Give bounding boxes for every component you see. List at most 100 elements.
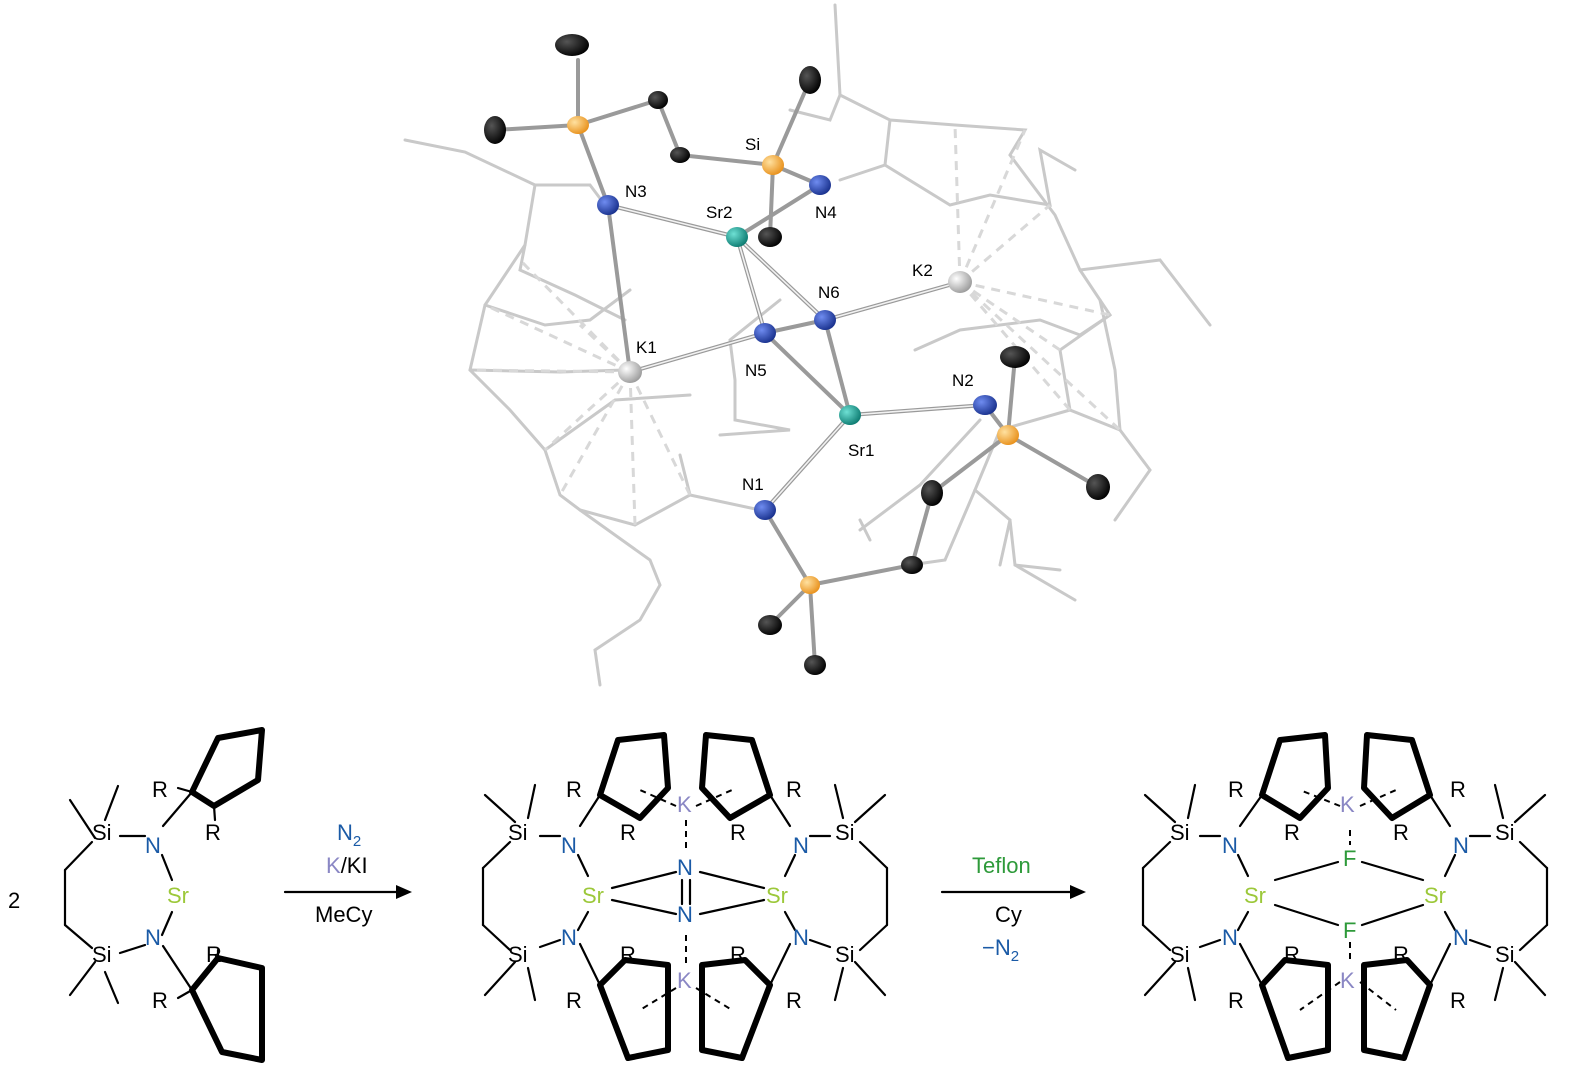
reaction-arrow-1: N2 K/KI MeCy (283, 820, 412, 927)
reagent-n2: N2 (337, 820, 361, 850)
si-label: Si (92, 942, 112, 967)
n-label: N (677, 855, 693, 880)
label-sr2: Sr2 (706, 203, 732, 222)
r-label: R (730, 942, 746, 967)
f-label: F (1343, 918, 1356, 943)
carbon-ellipsoid (670, 147, 690, 163)
si-label: Si (1495, 942, 1515, 967)
silicon-ellipsoid (567, 116, 589, 134)
r-label: R (620, 820, 636, 845)
carbon-ellipsoid (804, 655, 826, 675)
nitrogen-ellipsoid-n3 (597, 195, 619, 215)
silicon-ellipsoid (800, 576, 820, 594)
strontium-ellipsoid-sr2 (726, 227, 748, 247)
r-label: R (206, 942, 222, 967)
label-k2: K2 (912, 261, 933, 280)
si-label: Si (92, 820, 112, 845)
carbon-ellipsoid (901, 556, 923, 574)
f-label: F (1343, 846, 1356, 871)
potassium-ellipsoid-k2 (948, 271, 972, 293)
si-label: Si (508, 820, 528, 845)
si-label: Si (508, 942, 528, 967)
carbon-ellipsoid (758, 227, 782, 247)
loss-of-n2: −N2 (982, 935, 1019, 965)
n-label: N (1453, 925, 1469, 950)
strontium-ellipsoid-sr1 (839, 405, 861, 425)
starting-material-monomer: Si Si N N Sr R R R R (63, 727, 265, 1063)
ligand-wireframe (403, 3, 1212, 687)
si-label: Si (835, 942, 855, 967)
k-label: K (677, 792, 692, 817)
r-label: R (620, 942, 636, 967)
sr-label: Sr (766, 883, 788, 908)
stoichiometric-coefficient: 2 (8, 888, 20, 913)
r-label: R (1393, 820, 1409, 845)
silicon-ellipsoid (762, 155, 784, 175)
n-label: N (793, 925, 809, 950)
r-label: R (1228, 988, 1244, 1013)
label-n3: N3 (625, 182, 647, 201)
si-label: Si (1170, 942, 1190, 967)
carbon-ellipsoid (799, 66, 821, 94)
carbon-ellipsoid (1000, 346, 1030, 368)
carbon-ellipsoid (648, 91, 668, 109)
r-label: R (1393, 942, 1409, 967)
nitrogen-ellipsoid-n5 (754, 323, 776, 343)
r-label: R (1450, 988, 1466, 1013)
r-label: R (786, 988, 802, 1013)
atom-labels: Si N3 Sr2 N4 K2 N6 K1 N5 N2 Sr1 N1 (625, 135, 974, 494)
si-label: Si (1495, 820, 1515, 845)
silicon-ellipsoid (997, 425, 1019, 445)
nitrogen-ellipsoid-n2 (973, 395, 997, 415)
carbon-ellipsoid (484, 116, 506, 144)
si-label: Si (1170, 820, 1190, 845)
nitrogen-ellipsoid-n4 (809, 175, 831, 195)
solvent-mecy: MeCy (315, 902, 372, 927)
sr-label: Sr (582, 883, 604, 908)
carbon-ellipsoid (921, 480, 943, 506)
label-sr1: Sr1 (848, 441, 874, 460)
nitrogen-ellipsoid-n6 (814, 310, 836, 330)
n-label: N (145, 833, 161, 858)
k-label: K (1340, 792, 1355, 817)
r-label: R (730, 820, 746, 845)
n-label: N (1453, 833, 1469, 858)
reaction-arrow-2: Teflon Cy −N2 (940, 853, 1086, 965)
sr-label: Sr (167, 883, 189, 908)
n-label: N (1222, 833, 1238, 858)
label-n6: N6 (818, 283, 840, 302)
label-n1: N1 (742, 475, 764, 494)
n-label: N (561, 925, 577, 950)
n-label: N (145, 925, 161, 950)
dinitrogen-complex: Si Si Si Si N N N N Sr Sr N N K K R R R … (481, 732, 889, 1061)
r-label: R (1228, 777, 1244, 802)
r-label: R (566, 777, 582, 802)
sr-label: Sr (1244, 883, 1266, 908)
sr-label: Sr (1424, 883, 1446, 908)
r-label: R (1450, 777, 1466, 802)
fluoride-complex: Si Si Si Si N N N N Sr Sr F F K K R R R … (1141, 732, 1549, 1061)
r-label: R (786, 777, 802, 802)
r-label: R (152, 988, 168, 1013)
r-label: R (566, 988, 582, 1013)
reagent-teflon: Teflon (972, 853, 1031, 878)
r-label: R (1284, 820, 1300, 845)
label-n4: N4 (815, 203, 837, 222)
reagent-k-ki: K/KI (326, 853, 368, 878)
n-label: N (561, 833, 577, 858)
r-label: R (205, 820, 221, 845)
k-label: K (1340, 968, 1355, 993)
crystal-structure: Si N3 Sr2 N4 K2 N6 K1 N5 N2 Sr1 N1 (403, 3, 1212, 687)
n-label: N (793, 833, 809, 858)
carbon-ellipsoid (555, 34, 589, 56)
ellipsoids (484, 34, 1110, 675)
si-label: Si (835, 820, 855, 845)
nitrogen-ellipsoid-n1 (754, 500, 776, 520)
potassium-ellipsoid-k1 (618, 361, 642, 383)
r-label: R (1284, 942, 1300, 967)
n-label: N (1222, 925, 1238, 950)
label-k1: K1 (636, 338, 657, 357)
label-n2: N2 (952, 371, 974, 390)
carbon-ellipsoid (1086, 474, 1110, 500)
